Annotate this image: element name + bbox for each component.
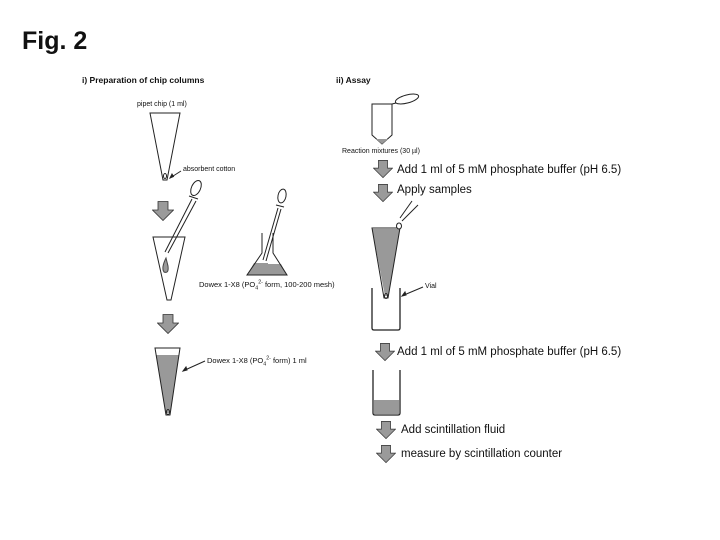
section-ii-title: ii) Assay bbox=[336, 75, 371, 85]
pipet-chip-empty bbox=[149, 112, 181, 181]
column-label: Dowex 1-X8 (PO42- form) 1 ml bbox=[207, 355, 307, 368]
down-arrow-measure bbox=[376, 444, 396, 464]
column-pointer-arrow bbox=[184, 360, 206, 371]
column-with-sample bbox=[371, 200, 419, 299]
flask-label: Dowex 1-X8 (PO42- form, 100-200 mesh) bbox=[199, 279, 335, 292]
down-arrow-apply bbox=[373, 183, 393, 203]
packed-column bbox=[154, 347, 181, 416]
vial-label: Vial bbox=[425, 283, 437, 290]
vial-with-eluate bbox=[372, 370, 401, 416]
pipet-chip-label: pipet chip (1 ml) bbox=[137, 101, 187, 108]
step-add-buffer-2: Add 1 ml of 5 mM phosphate buffer (pH 6.… bbox=[397, 346, 622, 358]
dowex-flask bbox=[246, 188, 288, 276]
pipet-chip-with-pipette bbox=[152, 180, 202, 301]
tube-label: Reaction mixtures (30 µl) bbox=[342, 148, 420, 155]
down-arrow-step-2 bbox=[157, 314, 179, 334]
down-arrow-add-buffer bbox=[373, 159, 393, 179]
cotton-arrowhead bbox=[168, 172, 175, 179]
step-apply-samples: Apply samples bbox=[397, 184, 472, 196]
reaction-tube bbox=[371, 93, 420, 145]
vial-pointer-arrow bbox=[403, 286, 424, 296]
down-arrow-add-buffer-2 bbox=[375, 342, 395, 362]
step-add-scintillation: Add scintillation fluid bbox=[401, 424, 506, 436]
cotton-label: absorbent cotton bbox=[183, 166, 236, 173]
vial-arrowhead bbox=[400, 290, 407, 297]
section-i-title: i) Preparation of chip columns bbox=[82, 75, 205, 85]
down-arrow-step-1 bbox=[152, 201, 174, 221]
down-arrow-scintillation bbox=[376, 420, 396, 440]
column-arrowhead bbox=[181, 365, 188, 372]
figure-title: Fig. 2 bbox=[22, 27, 88, 55]
step-add-buffer: Add 1 ml of 5 mM phosphate buffer (pH 6.… bbox=[397, 164, 622, 176]
step-measure: measure by scintillation counter bbox=[401, 448, 563, 460]
vial-empty bbox=[371, 288, 401, 331]
